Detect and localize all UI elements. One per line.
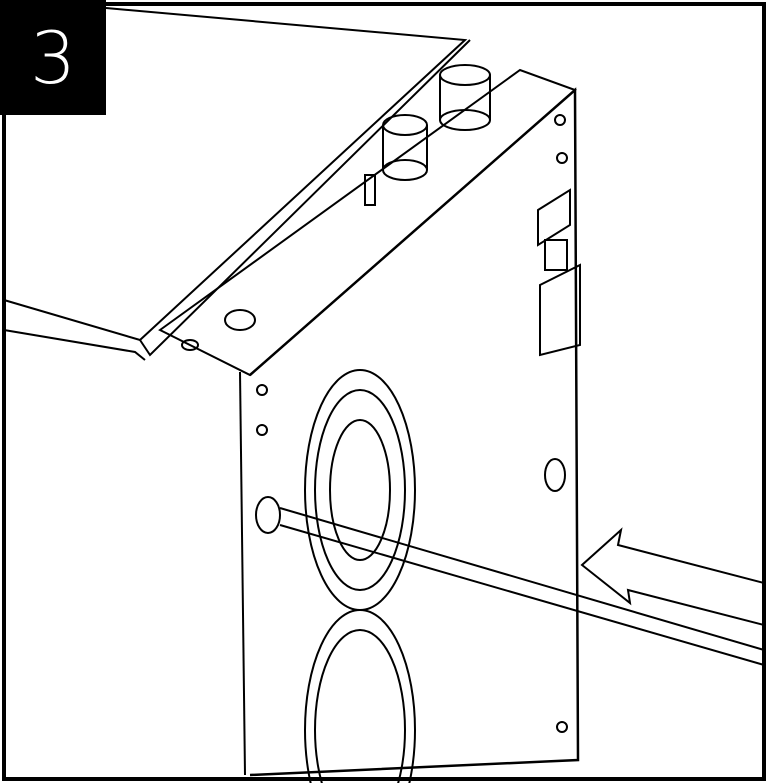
- rear-panel: [249, 87, 580, 777]
- connector-top-1: [382, 114, 428, 181]
- direction-arrow-icon: [580, 527, 765, 626]
- fan-upper: [304, 369, 416, 611]
- label-plate: [537, 188, 571, 247]
- cable-gland: [255, 496, 281, 534]
- side-port: [544, 458, 566, 492]
- hose-barb: [364, 174, 376, 206]
- step-badge: 3: [0, 0, 106, 115]
- rear-rail: [158, 68, 577, 377]
- cable: [279, 507, 765, 666]
- step-number: 3: [30, 15, 76, 100]
- fan-lower: [304, 609, 416, 783]
- gland-nut: [224, 309, 256, 331]
- lid-edge: [3, 7, 468, 342]
- power-inlet: [539, 263, 581, 357]
- power-switch: [544, 239, 568, 271]
- connector-top-2: [439, 64, 491, 131]
